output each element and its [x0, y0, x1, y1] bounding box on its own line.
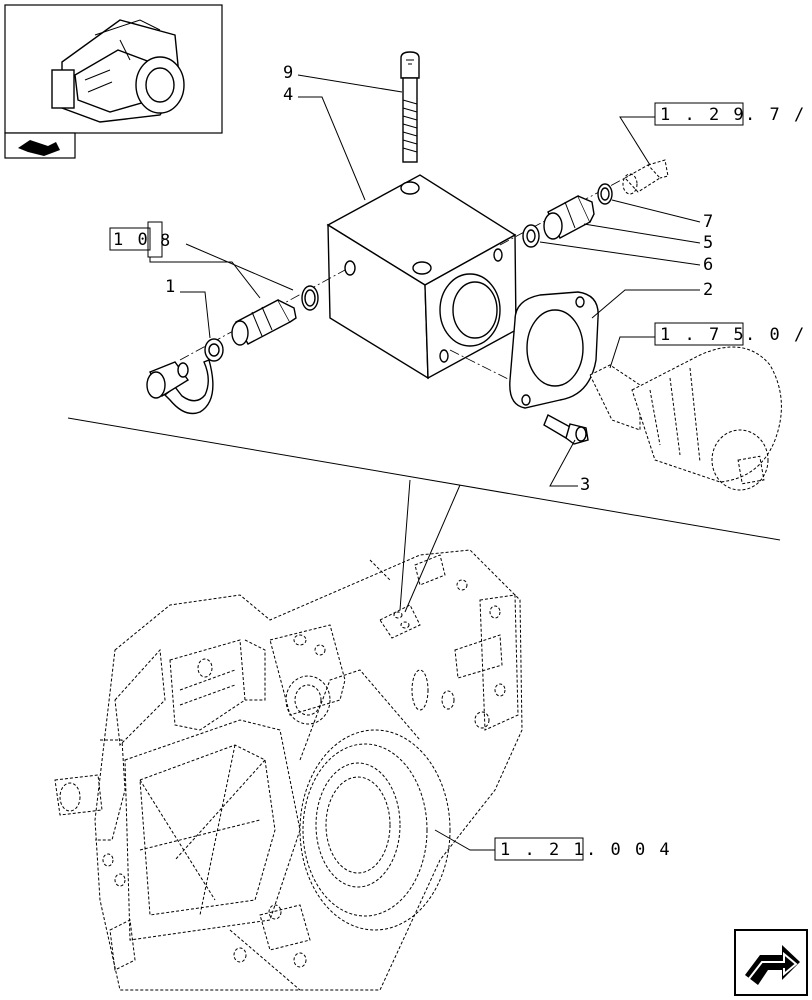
label-item-6: 6	[703, 255, 713, 275]
o-ring-item-7	[597, 183, 613, 205]
union-fitting-reference	[622, 159, 669, 195]
leader-lines	[149, 74, 701, 851]
label-item-7: 7	[703, 212, 713, 232]
thumbnail-panel[interactable]	[4, 4, 223, 159]
ref-link-10[interactable]: 1 0	[109, 221, 163, 258]
ref-1-75-box-text: 1 . 7 5	[660, 325, 746, 345]
solenoid-cartridge-reference	[589, 346, 782, 491]
ref-1-21-box-text: 1 . 2 1	[500, 840, 586, 860]
label-item-5: 5	[703, 233, 713, 253]
back-arrow-icon[interactable]	[18, 140, 60, 156]
valve-block-item-4	[326, 174, 517, 380]
ref-link-1-29[interactable]: 1 . 2 9 . 7 / 0	[654, 102, 812, 126]
bolt-item-9	[400, 51, 420, 163]
ref-link-1-75[interactable]: 1 . 7 5 . 0 / 0	[654, 322, 812, 346]
fitting-item-5	[543, 195, 595, 240]
label-item-1: 1	[165, 277, 175, 297]
label-item-2: 2	[703, 280, 713, 300]
pressure-switch-item-10	[231, 299, 297, 346]
screw-item-3	[543, 414, 589, 445]
next-arrow-icon[interactable]	[734, 929, 808, 996]
gasket-item-2	[509, 291, 599, 409]
ref-1-75-rest-text: . 0 / 0	[745, 325, 812, 345]
washer-item-6	[522, 224, 540, 248]
ref-1-21-rest-text: . 0 0 4	[586, 840, 672, 860]
ref-10-text: 1 0	[113, 230, 150, 250]
ref-1-29-box-text: 1 . 2 9	[660, 105, 746, 125]
label-item-9: 9	[283, 63, 293, 83]
label-item-8: 8	[160, 231, 170, 251]
o-ring-item-8	[301, 285, 319, 311]
label-item-4: 4	[283, 85, 293, 105]
label-item-3: 3	[580, 475, 590, 495]
ref-1-29-rest-text: . 7 / 0	[745, 105, 812, 125]
cable-item-1	[146, 338, 224, 415]
ref-link-1-21[interactable]: 1 . 2 1 . 0 0 4	[494, 837, 672, 861]
transmission-housing	[54, 549, 523, 991]
transmission-housing-thumbnail	[51, 19, 185, 123]
